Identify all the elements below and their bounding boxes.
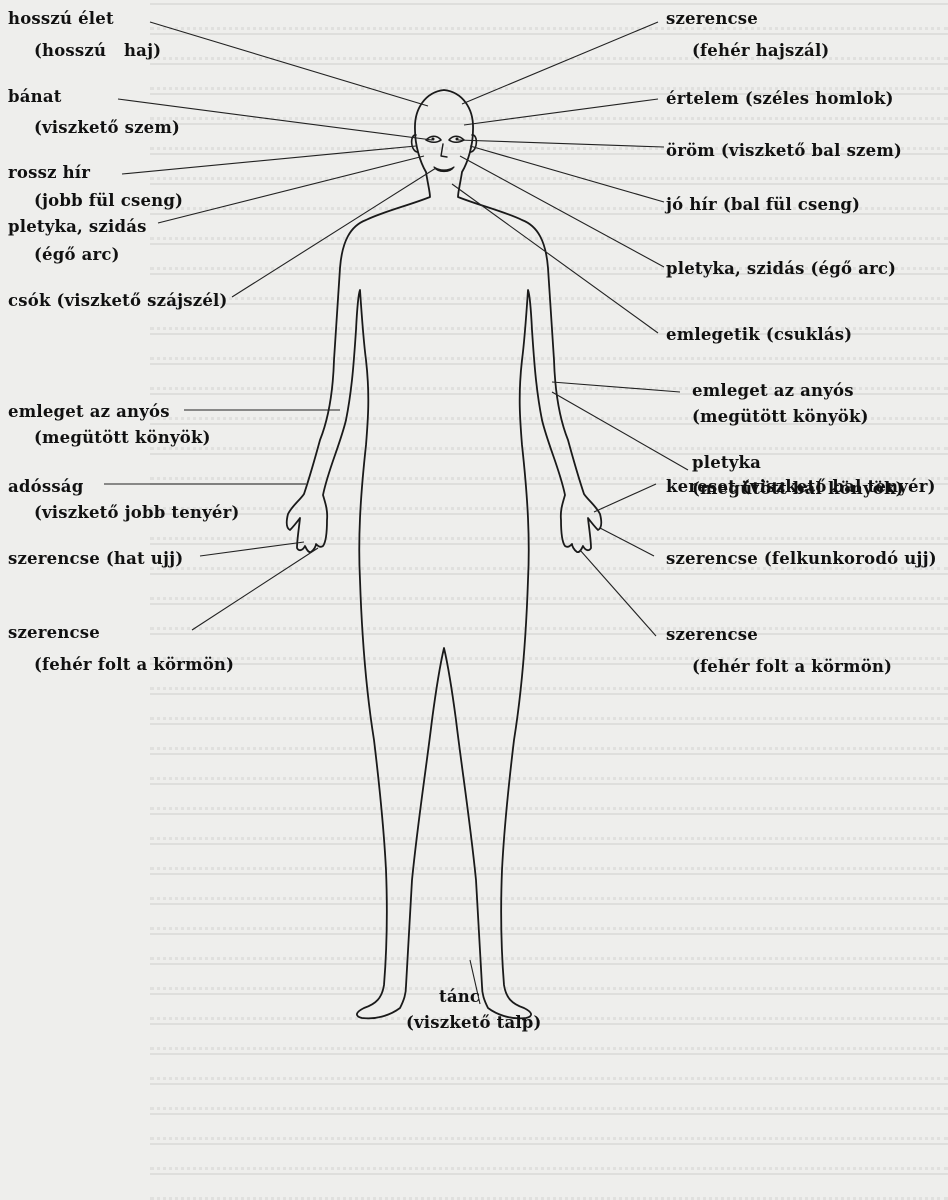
label-megutott-konyok-left: (megütött könyök) xyxy=(34,427,211,449)
label-pletyka-szidas-right: pletyka, szidás (égő arc) xyxy=(666,258,896,280)
leader-line-jo-hir xyxy=(470,146,664,202)
label-text: (égő arc) xyxy=(34,245,120,264)
label-text: pletyka, szidás xyxy=(8,217,147,236)
label-szerencse-r11: szerencse xyxy=(666,624,758,646)
background-text-line xyxy=(150,1143,948,1170)
label-text: csók (viszkető szájszél) xyxy=(8,291,228,310)
label-feher-hajszal: (fehér hajszál) xyxy=(692,40,829,62)
label-emlegetik: emlegetik (csuklás) xyxy=(666,324,852,346)
label-rossz-hir: rossz hír xyxy=(8,162,90,184)
human-figure xyxy=(287,90,602,1018)
label-viszketo-talp: (viszkető talp) xyxy=(406,1012,542,1034)
label-text: szerencse (felkunkorodó ujj) xyxy=(666,549,937,568)
background-text-line xyxy=(150,1083,948,1110)
label-text: (viszkető szem) xyxy=(34,118,180,137)
label-szerencse-felkunkorodo: szerencse (felkunkorodó ujj) xyxy=(666,548,937,570)
label-text: jó hír (bal fül cseng) xyxy=(666,195,860,214)
leader-line-hat-ujj xyxy=(200,542,304,556)
label-text: öröm (viszkető bal szem) xyxy=(666,141,902,160)
label-szerencse-r1: szerencse xyxy=(666,8,758,30)
leader-line-rossz-hir xyxy=(122,146,416,174)
label-text: (fehér folt a körmön) xyxy=(692,657,892,676)
label-emleget-anyos-right: emleget az anyós xyxy=(692,380,854,402)
label-ego-arc-left: (égő arc) xyxy=(34,244,120,266)
leader-line-hosszu-elet xyxy=(150,22,428,106)
label-text: szerencse xyxy=(666,9,758,28)
label-text: pletyka xyxy=(692,453,761,472)
label-text: (hosszú haj) xyxy=(34,41,161,60)
label-szerencse-hat-ujj: szerencse (hat ujj) xyxy=(8,548,183,570)
leader-line-anyos-right xyxy=(552,382,680,392)
leader-line-csok xyxy=(232,168,436,297)
label-text: emleget az anyós xyxy=(8,402,170,421)
label-orom: öröm (viszkető bal szem) xyxy=(666,140,902,162)
label-text: (viszkető talp) xyxy=(406,1013,542,1032)
label-text: pletyka, szidás (égő arc) xyxy=(666,259,896,278)
label-text: (megütött könyök) xyxy=(692,407,869,426)
leader-line-orom xyxy=(458,140,664,147)
figure-outline xyxy=(287,90,602,1018)
label-kereset: kereset (viszkető bal tenyér) xyxy=(666,476,936,498)
label-text: emlegetik (csuklás) xyxy=(666,325,852,344)
label-text: (viszkető jobb tenyér) xyxy=(34,503,240,522)
label-feher-folt-left: (fehér folt a körmön) xyxy=(34,654,234,676)
label-adossag: adósság xyxy=(8,476,83,498)
label-ertelem: értelem (széles homlok) xyxy=(666,88,894,110)
label-text: emleget az anyós xyxy=(692,381,854,400)
label-jobb-ful-cseng: (jobb fül cseng) xyxy=(34,190,183,212)
background-text-line xyxy=(150,1113,948,1140)
label-text: (fehér folt a körmön) xyxy=(34,655,234,674)
label-text: kereset (viszkető bal tenyér) xyxy=(666,477,936,496)
label-text: értelem (széles homlok) xyxy=(666,89,894,108)
leader-line-ertelem xyxy=(464,99,658,125)
leader-line-feher-folt-right xyxy=(580,550,656,636)
nose xyxy=(441,144,447,157)
label-text: adósság xyxy=(8,477,83,496)
leader-line-kereset xyxy=(594,484,656,512)
label-viszketo-jobb-tenyer: (viszkető jobb tenyér) xyxy=(34,502,240,524)
label-text: szerencse xyxy=(8,623,100,642)
label-text: bánat xyxy=(8,87,62,106)
label-text: (megütött könyök) xyxy=(34,428,211,447)
label-hosszu-haj: (hosszú haj) xyxy=(34,40,161,62)
leader-line-felkunkorodo xyxy=(600,528,654,556)
label-megutott-konyok-right: (megütött könyök) xyxy=(692,406,869,428)
mouth xyxy=(434,167,454,172)
label-text: tánc xyxy=(439,987,480,1006)
label-pletyka-szidas-left: pletyka, szidás xyxy=(8,216,147,238)
label-text: (jobb fül cseng) xyxy=(34,191,183,210)
label-text: hosszú élet xyxy=(8,9,114,28)
label-hosszu-elet: hosszú élet xyxy=(8,8,114,30)
label-csok: csók (viszkető szájszél) xyxy=(8,290,228,312)
label-banat: bánat xyxy=(8,86,62,108)
label-feher-folt-right: (fehér folt a körmön) xyxy=(692,656,892,678)
leader-line-feher-folt-left xyxy=(192,548,318,630)
label-viszketo-szem: (viszkető szem) xyxy=(34,117,180,139)
background-text-line xyxy=(150,1173,948,1200)
label-emleget-anyos-left: emleget az anyós xyxy=(8,401,170,423)
leader-line-csuklas xyxy=(452,184,658,333)
label-text: rossz hír xyxy=(8,163,90,182)
label-szerencse-left: szerencse xyxy=(8,622,100,644)
background-text-line xyxy=(150,1053,948,1080)
label-tanc: tánc xyxy=(439,986,480,1008)
diagram-page: hosszú élet (hosszú haj) bánat (viszkető… xyxy=(0,0,948,1040)
label-text: (fehér hajszál) xyxy=(692,41,829,60)
label-text: szerencse (hat ujj) xyxy=(8,549,183,568)
label-pletyka-right: pletyka xyxy=(692,452,761,474)
label-jo-hir: jó hír (bal fül cseng) xyxy=(666,194,860,216)
label-text: szerencse xyxy=(666,625,758,644)
leader-line-feher-hajszal xyxy=(462,22,658,104)
